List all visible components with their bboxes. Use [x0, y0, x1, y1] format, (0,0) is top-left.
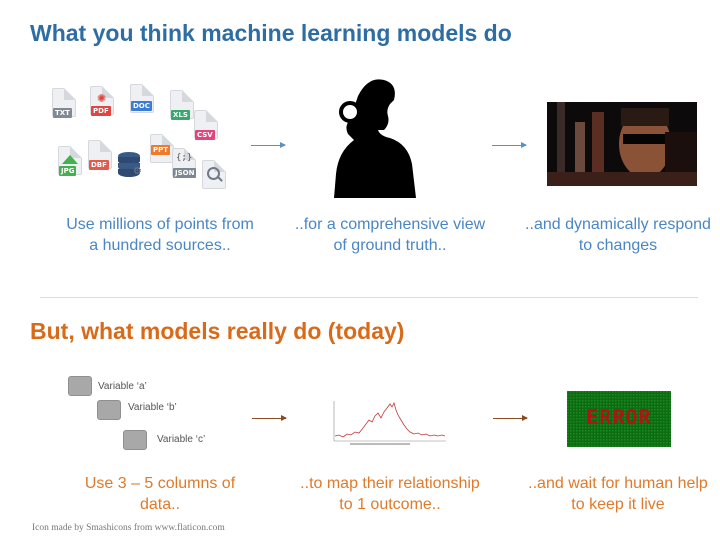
icon-credit: Icon made by Smashicons from www.flatico…: [32, 523, 225, 533]
variable-a-label: Variable ‘a’: [98, 381, 147, 392]
csv-file-icon: CSV: [194, 110, 218, 140]
terminator-photo: [547, 102, 697, 186]
txt-file-icon: TXT: [52, 88, 76, 118]
bottom-heading: But, what models really do (today): [30, 318, 405, 344]
error-text: ERROR: [586, 405, 652, 429]
variable-c-label: Variable ‘c’: [157, 434, 206, 445]
pdf-symbol: ✺: [97, 93, 107, 105]
image-symbol: [62, 155, 78, 164]
top-heading: What you think machine learning models d…: [30, 20, 512, 46]
pdf-file-icon: ✺ PDF: [90, 86, 114, 116]
relationship-plot-thumbnail: [330, 398, 448, 448]
data-sources-cluster: TXT ✺ PDF DOC XLS CSV JPG DBF ⚙ PPT {;} …: [50, 84, 235, 194]
search-file-icon: [202, 160, 226, 189]
braces-symbol: {;}: [176, 153, 193, 163]
arrow-top-1: [251, 142, 286, 148]
arrow-top-2: [492, 142, 527, 148]
gear-icon: ⚙: [133, 166, 142, 177]
variable-c-box: [123, 430, 147, 450]
caption-top-2: ..for a comprehensive view of ground tru…: [294, 216, 486, 254]
variable-a-box: [68, 376, 92, 396]
error-screen: ERROR: [567, 391, 671, 447]
variable-b-box: [97, 400, 121, 420]
json-file-icon: {;} JSON: [172, 148, 197, 178]
caption-bottom-3: ..and wait for human help to keep it liv…: [528, 475, 708, 513]
jpg-file-icon: JPG: [58, 146, 82, 176]
detective-silhouette-icon: [328, 74, 418, 198]
caption-top-1: Use millions of points from a hundred so…: [66, 216, 254, 254]
xls-file-icon: XLS: [170, 90, 194, 120]
doc-file-icon: DOC: [130, 84, 154, 113]
caption-top-3: ..and dynamically respond to changes: [525, 216, 711, 254]
magnifier-icon: [207, 167, 220, 180]
arrow-bottom-1: [252, 415, 287, 421]
ppt-file-icon: PPT: [150, 134, 174, 163]
arrow-bottom-2: [493, 415, 528, 421]
dbf-file-icon: DBF: [88, 140, 112, 170]
database-icon: ⚙: [118, 152, 142, 178]
caption-bottom-1: Use 3 – 5 columns of data..: [84, 475, 236, 513]
section-divider: [40, 297, 698, 298]
variable-b-label: Variable ‘b’: [128, 402, 177, 413]
caption-bottom-2: ..to map their relationship to 1 outcome…: [300, 475, 480, 513]
